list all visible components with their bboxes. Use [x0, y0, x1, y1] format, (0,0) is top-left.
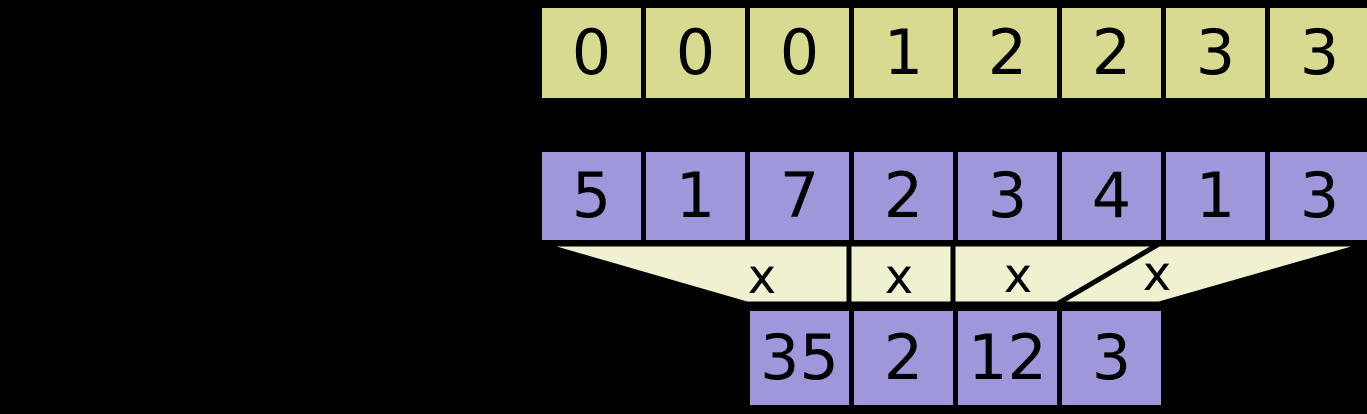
- results-row: 35 2 12 3: [745, 306, 1166, 410]
- segment-id-cell: 1: [849, 3, 958, 103]
- value-cell: 4: [1057, 147, 1166, 245]
- segment-ids-row: 0 0 0 1 2 2 3 3: [537, 3, 1367, 103]
- segment-id-cell: 0: [745, 3, 854, 103]
- segment-id-cell: 0: [641, 3, 750, 103]
- multiply-operator: x: [1003, 248, 1033, 304]
- multiply-operator: x: [884, 249, 914, 305]
- values-row: 5 1 7 2 3 4 1 3: [537, 147, 1367, 245]
- multiply-operator: x: [747, 249, 777, 305]
- segment-id-cell: 0: [537, 3, 646, 103]
- value-cell: 3: [953, 147, 1062, 245]
- result-cell: 35: [745, 306, 854, 410]
- value-cell: 5: [537, 147, 646, 245]
- segment-id-cell: 3: [1161, 3, 1270, 103]
- value-cell: 3: [1265, 147, 1367, 245]
- segment-id-cell: 3: [1265, 3, 1367, 103]
- value-cell: 1: [1161, 147, 1270, 245]
- value-cell: 1: [641, 147, 750, 245]
- result-cell: 3: [1057, 306, 1166, 410]
- result-cell: 12: [953, 306, 1062, 410]
- result-cell: 2: [849, 306, 958, 410]
- funnel-divider-slanted: [1055, 241, 1161, 307]
- segment-id-cell: 2: [953, 3, 1062, 103]
- value-cell: 7: [745, 147, 854, 245]
- segment-id-cell: 2: [1057, 3, 1166, 103]
- multiply-operator: x: [1142, 246, 1172, 302]
- value-cell: 2: [849, 147, 958, 245]
